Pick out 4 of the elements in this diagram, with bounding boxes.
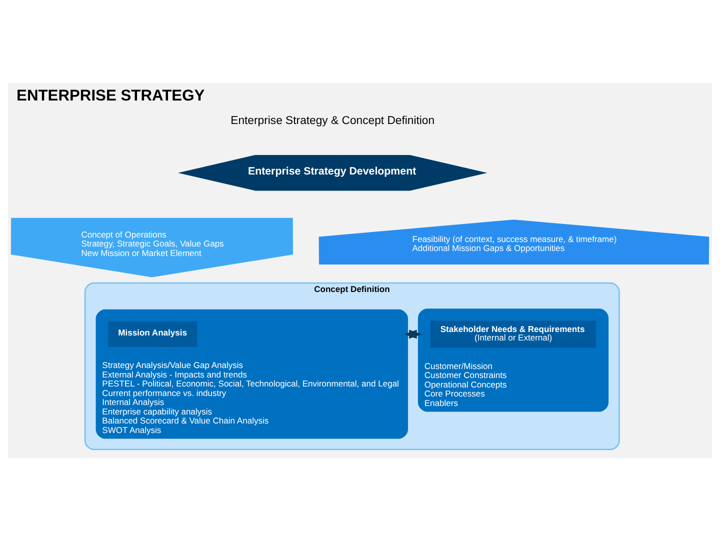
node-box: Mission Analysis (108, 320, 198, 347)
label: Enterprise Strategy & Concept Definition (230, 114, 435, 127)
node-box: Stakeholder Needs & Requirements (Internal or External) (430, 320, 596, 348)
diagram-title: ENTERPRISE STRATEGY (16, 86, 205, 104)
